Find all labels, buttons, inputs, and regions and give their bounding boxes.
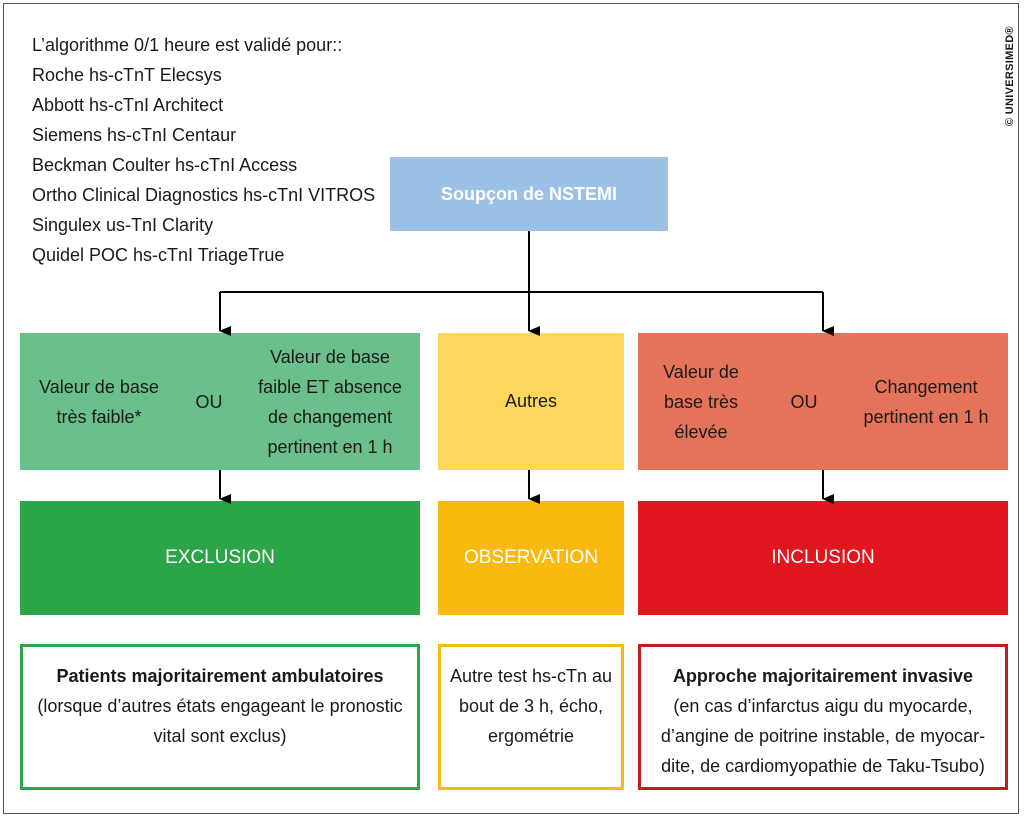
outcome-line: Autre test hs-cTn au <box>449 666 613 686</box>
criteria-line: Valeur de base <box>270 346 390 367</box>
observation-label: OBSERVATION <box>463 547 599 568</box>
outcome-line: ergométrie <box>487 726 575 746</box>
exclusion-box: EXCLUSION <box>20 501 420 615</box>
copyright-text: © UNIVERSIMED® <box>1004 26 1016 126</box>
list-item: Abbott hs-cTnI Architect <box>32 95 224 115</box>
outcome-line: d’angine de poitrine instable, de myocar… <box>660 726 986 746</box>
list-item: Quidel POC hs-cTnI TriageTrue <box>32 245 285 265</box>
outcome-title: Approche majoritairement invasive <box>672 666 974 686</box>
list-item: Roche hs-cTnT Elecsys <box>32 65 222 85</box>
inclusion-box: INCLUSION <box>638 501 1008 615</box>
criteria-low-baseline-no-change: Valeur de base faible ET absence de chan… <box>240 333 420 470</box>
criteria-others: Autres <box>504 391 558 411</box>
criteria-line: Changement <box>874 376 978 397</box>
nstemi-suspicion-box: Soupçon de NSTEMI <box>390 157 668 231</box>
criteria-line: élevée <box>674 421 728 442</box>
list-item: Ortho Clinical Diagnostics hs-cTnI VITRO… <box>32 185 376 205</box>
further-testing-outcome-box: Autre test hs-cTn au bout de 3 h, écho, … <box>438 644 624 790</box>
observation-criteria-box: Autres <box>438 333 624 470</box>
criteria-line: faible ET absence <box>258 376 402 397</box>
inclusion-label: INCLUSION <box>771 547 875 568</box>
exclusion-label: EXCLUSION <box>165 547 275 568</box>
outcome-line: (en cas d’infarctus aigu du myocarde, <box>673 696 973 716</box>
criteria-very-low-baseline: Valeur de base très faible* <box>20 333 178 470</box>
outcome-title: Patients majoritairement ambulatoires <box>56 666 384 686</box>
criteria-line: de changement <box>267 406 393 427</box>
outcome-line: bout de 3 h, écho, <box>458 696 604 716</box>
criteria-line: Valeur de <box>663 361 739 382</box>
criteria-line: pertinent en 1 h <box>267 436 393 457</box>
criteria-line: pertinent en 1 h <box>863 406 989 427</box>
or-label: OU <box>178 333 240 470</box>
ambulatory-outcome-box: Patients majoritairement ambulatoires (l… <box>20 644 420 790</box>
outcome-line: (lorsque d’autres états engageant le pro… <box>37 696 403 716</box>
list-item: Singulex us-TnI Clarity <box>32 215 214 235</box>
validated-assays-list: L’algorithme 0/1 heure est validé pour::… <box>32 30 375 270</box>
criteria-line: base très <box>663 391 739 412</box>
criteria-relevant-change: Changement pertinent en 1 h <box>844 333 1008 470</box>
copyright-notice: © UNIVERSIMED® <box>990 18 1016 128</box>
observation-box: OBSERVATION <box>438 501 624 615</box>
outcome-line: vital sont exclus) <box>153 726 287 746</box>
list-item: Siemens hs-cTnI Centaur <box>32 125 237 145</box>
criteria-line: très faible* <box>56 406 142 427</box>
figure-frame <box>3 3 1019 814</box>
suspicion-label: Soupçon de NSTEMI <box>440 183 617 204</box>
or-label: OU <box>764 333 844 470</box>
or-text: OU <box>195 391 223 412</box>
list-heading: L’algorithme 0/1 heure est validé pour:: <box>32 35 343 55</box>
list-item: Beckman Coulter hs-cTnI Access <box>32 155 298 175</box>
inclusion-criteria-box: Valeur de base très élevée OU Changement… <box>638 333 1008 470</box>
criteria-line: Valeur de base <box>39 376 159 397</box>
invasive-outcome-box: Approche majoritairement invasive (en ca… <box>638 644 1008 790</box>
exclusion-criteria-box: Valeur de base très faible* OU Valeur de… <box>20 333 420 470</box>
outcome-line: dite, de cardiomyopathie de Taku-Tsubo) <box>661 756 985 776</box>
criteria-very-high-baseline: Valeur de base très élevée <box>638 333 764 470</box>
or-text: OU <box>790 391 818 412</box>
